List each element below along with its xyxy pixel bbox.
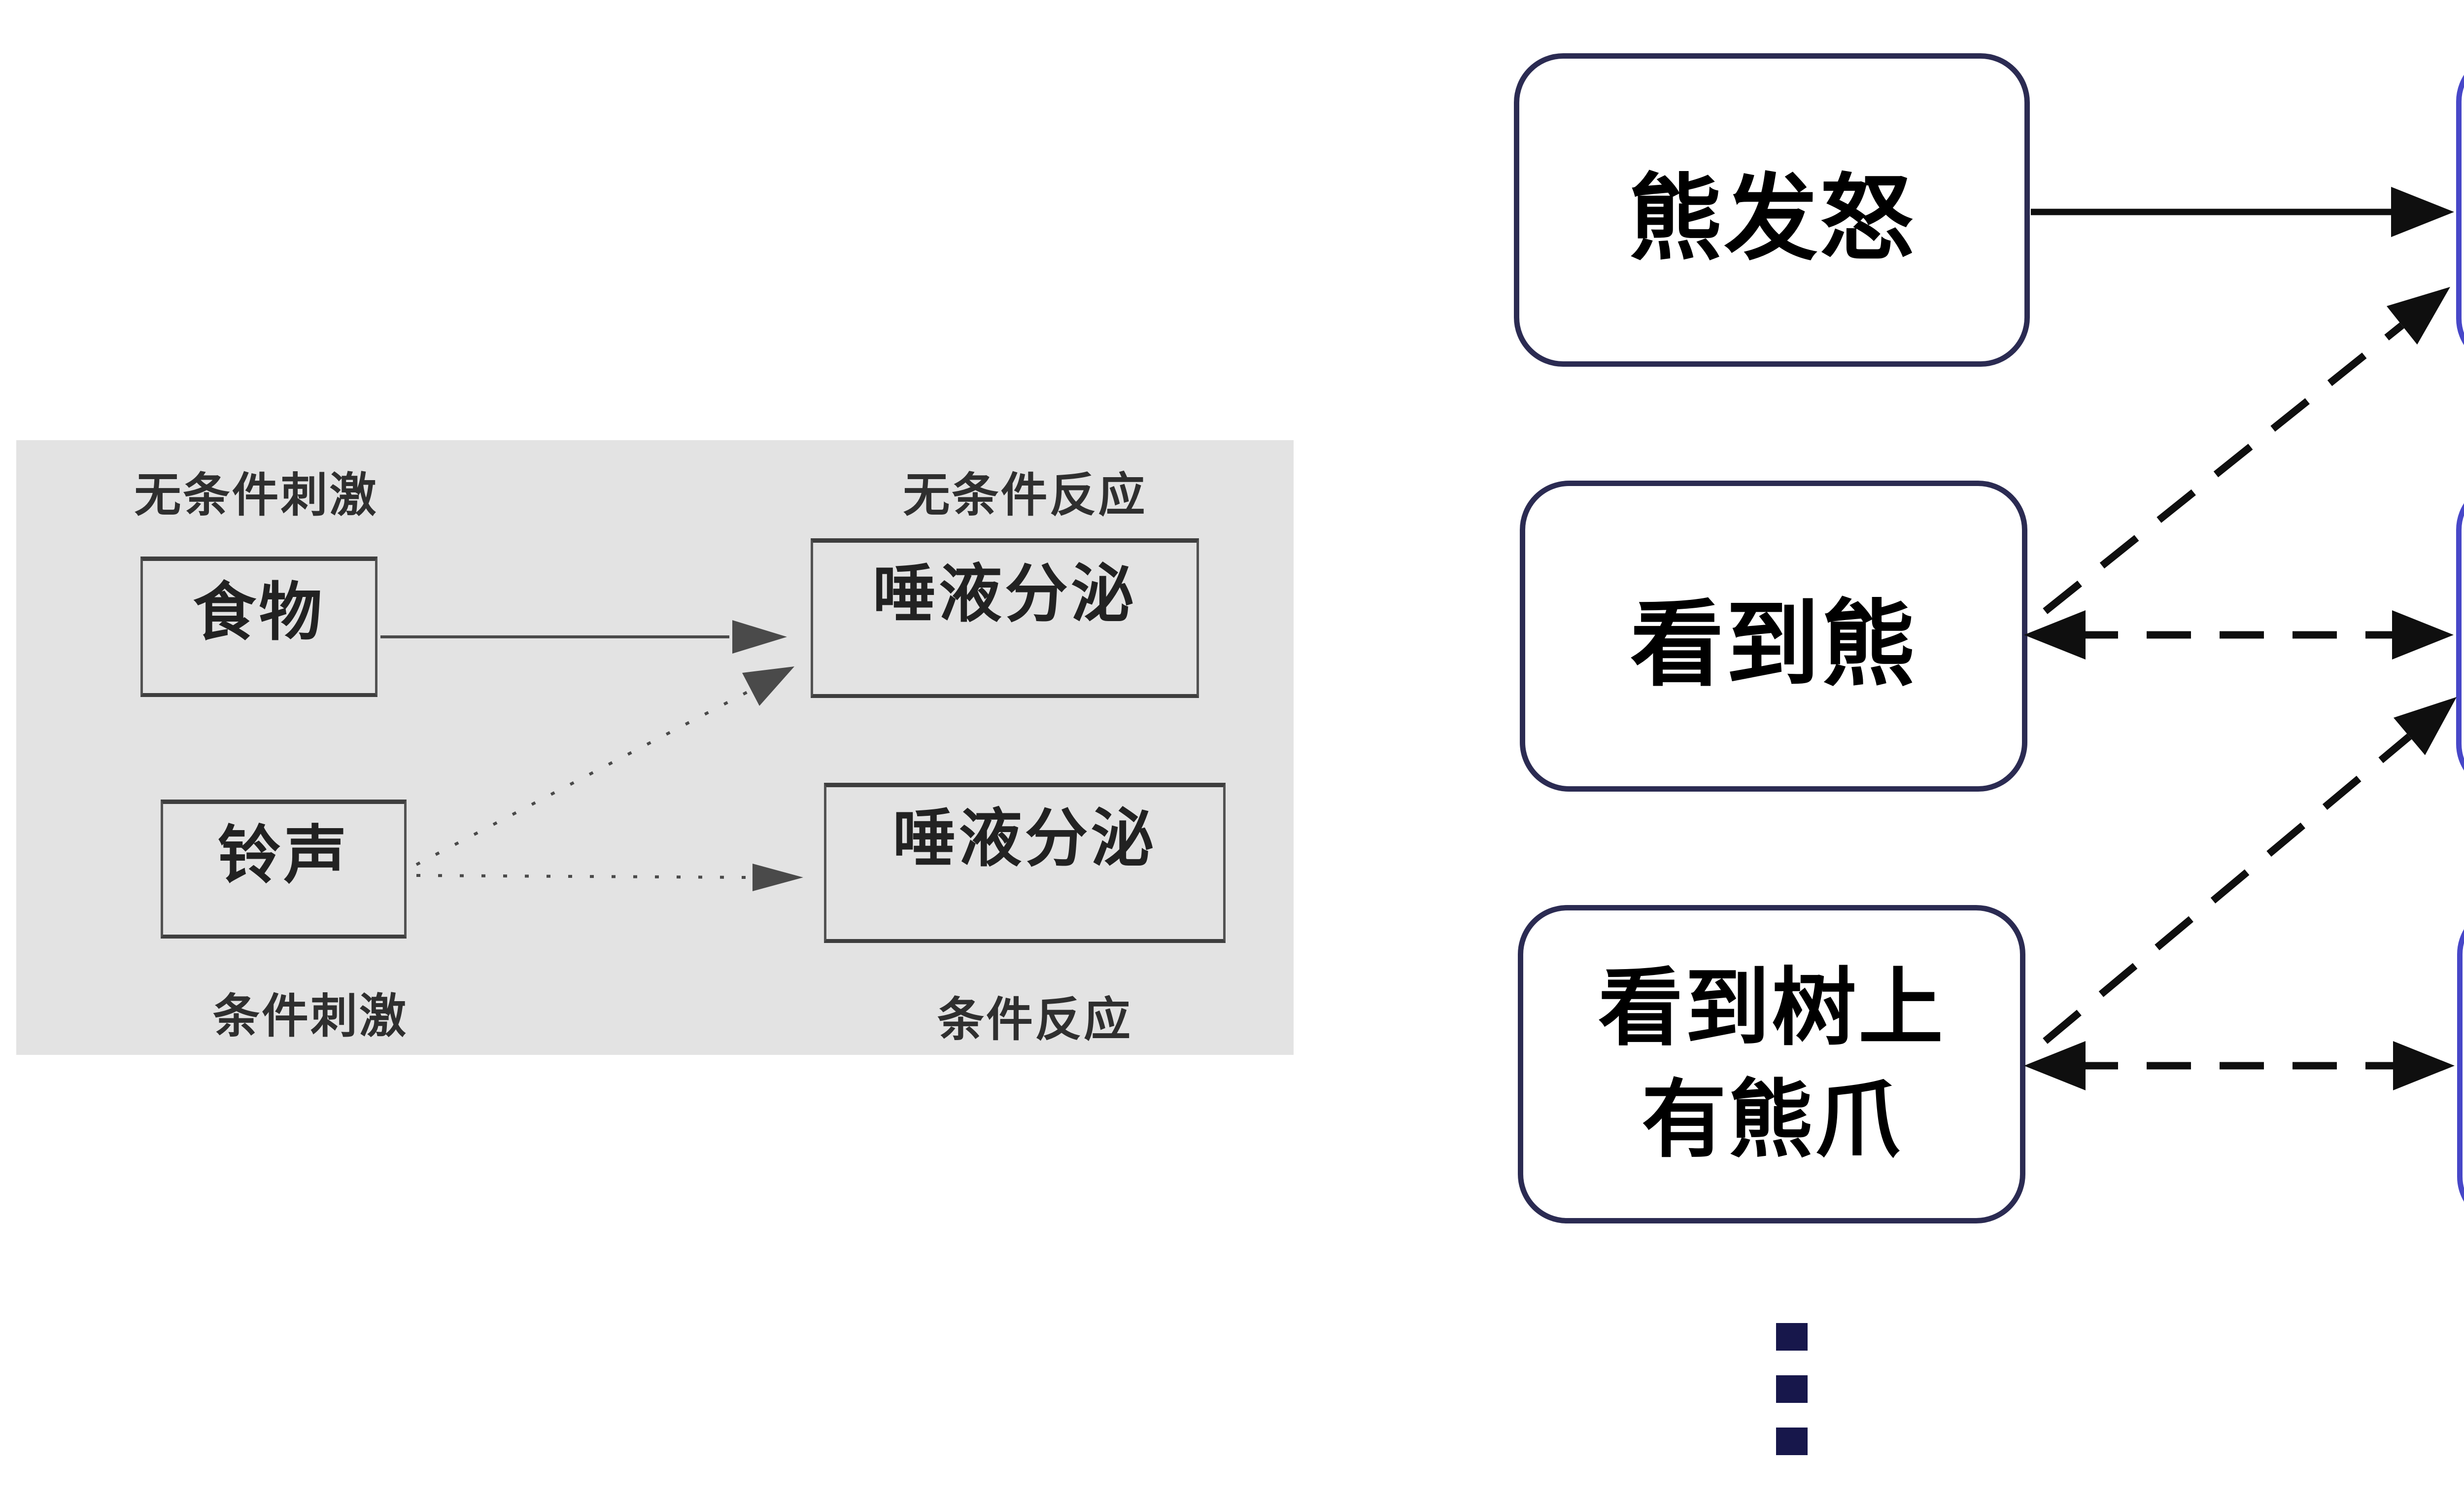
box-value-s-prime: V(s′): [2456, 481, 2464, 793]
see-bear-vsprime-right-arrowhead-icon: [2392, 610, 2454, 660]
see-claw-vs-left-arrowhead-icon: [2024, 1041, 2086, 1090]
bear-anger-to-reward-arrowhead-icon: [2391, 187, 2454, 237]
classical-conditioning-panel: [16, 440, 1294, 1055]
box-see-claw-label: 看到树上 有熊爪: [1598, 960, 1945, 1167]
label-conditioned-response: 条件反应: [937, 994, 1132, 1046]
left-ellipsis-dot-1-icon: [1776, 1323, 1808, 1351]
box-food-label: 食物: [193, 577, 325, 648]
box-saliva-bottom: 唾液分泌: [824, 783, 1226, 943]
box-value-s: V(s): [2457, 905, 2464, 1226]
see-claw-to-vsprime-dashed-arrow: [2043, 733, 2412, 1044]
label-unconditioned-stimulus: 无条件刺激: [134, 469, 378, 522]
left-ellipsis-dot-3-icon: [1776, 1428, 1808, 1455]
label-unconditioned-response: 无条件反应: [903, 469, 1147, 522]
box-saliva-bottom-label: 唾液分泌: [892, 803, 1157, 874]
box-bell-label: 铃声: [217, 820, 350, 891]
box-bear-anger-label: 熊发怒: [1628, 166, 1916, 271]
box-saliva-top-label: 唾液分泌: [872, 559, 1137, 629]
see-claw-to-vsprime-arrowhead-icon: [2394, 697, 2457, 755]
box-bell: 铃声: [161, 800, 407, 939]
left-ellipsis-dot-2-icon: [1776, 1375, 1808, 1403]
label-conditioned-stimulus: 条件刺激: [212, 990, 408, 1043]
box-bear-anger: 熊发怒: [1514, 53, 2030, 367]
box-see-bear-label: 看到熊: [1630, 593, 1917, 697]
see-claw-vs-right-arrowhead-icon: [2393, 1041, 2455, 1090]
box-saliva-top: 唾液分泌: [811, 538, 1199, 698]
see-bear-vsprime-left-arrowhead-icon: [2024, 610, 2086, 660]
box-see-claw: 看到树上 有熊爪: [1518, 905, 2025, 1223]
box-reward: 奖励: [2456, 52, 2464, 368]
box-see-bear: 看到熊: [1520, 481, 2027, 792]
box-food: 食物: [140, 557, 377, 697]
see-bear-to-reward-arrowhead-icon: [2387, 287, 2450, 345]
see-bear-to-reward-dashed-arrow: [2043, 322, 2404, 614]
